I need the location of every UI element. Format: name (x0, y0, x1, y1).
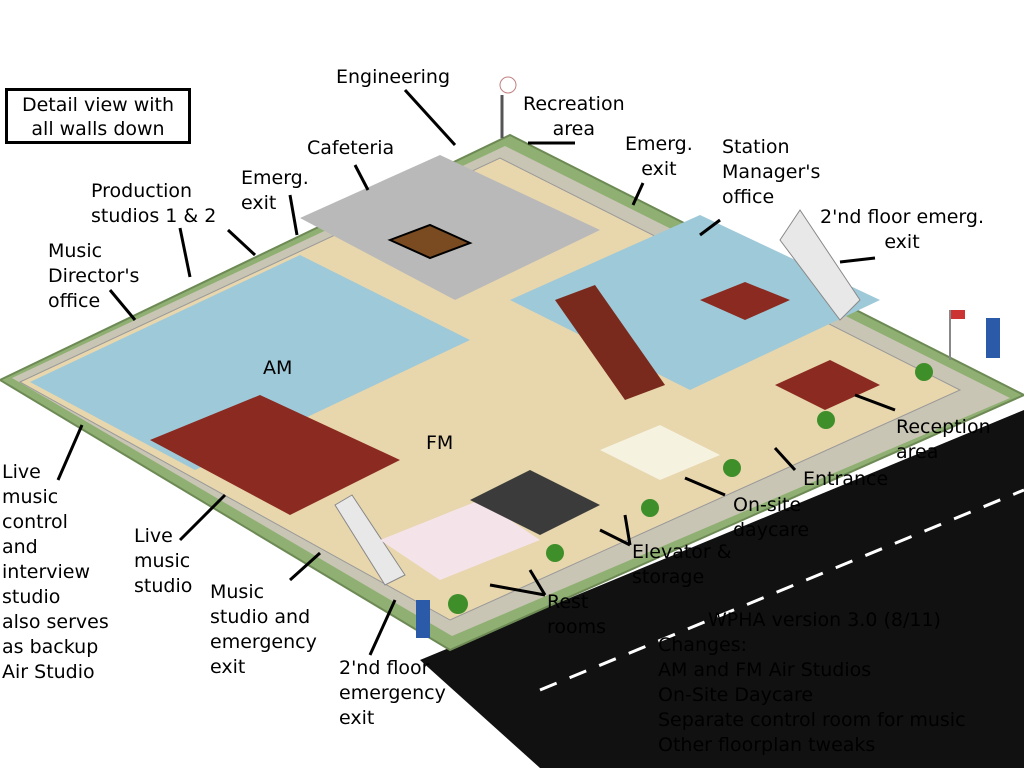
bush (723, 459, 741, 477)
label-2nd-floor-emerg-bottom: 2'nd floor emergency exit (339, 657, 446, 729)
reception-rug (775, 360, 880, 410)
version-title: WPHA version 3.0 (8/11) (708, 609, 941, 631)
cafeteria-floor (300, 155, 600, 300)
label-elevator-storage: Elevator & storage (632, 541, 732, 588)
label-entrance: Entrance (803, 468, 889, 490)
carpet-west (30, 255, 470, 470)
live-studio-rug (150, 395, 400, 515)
label-emerg-exit-top: Emerg. exit (625, 133, 693, 180)
label-am: AM (263, 357, 293, 379)
label-production-studios: Production studios 1 & 2 (91, 180, 217, 227)
stairs-exit-bottom (334, 494, 406, 586)
label-music-studio-emerg: Music studio and emergency exit (210, 581, 317, 678)
bush (448, 594, 468, 614)
restroom-floor (380, 500, 540, 580)
title-box: Detail view with all walls down (5, 88, 191, 144)
label-daycare: On-site daycare (733, 494, 810, 541)
bush (915, 363, 933, 381)
changes-heading: Changes: (658, 634, 748, 656)
label-reception-area: Reception area (896, 416, 991, 463)
road-marking (539, 488, 1024, 692)
label-station-manager: Station Manager's office (722, 136, 821, 208)
stairs-center (555, 285, 665, 400)
label-emerg-exit-left: Emerg. exit (241, 167, 309, 214)
label-engineering: Engineering (336, 66, 450, 88)
label-live-music-control: Live music control and interview studio … (2, 461, 109, 683)
bush (546, 544, 564, 562)
mailbox (416, 600, 430, 638)
label-recreation-area: Recreation area (523, 93, 625, 140)
change-item: On-Site Daycare (658, 684, 814, 706)
flag (951, 310, 965, 319)
label-live-music-studio: Live music studio (134, 525, 193, 597)
lamp-head (499, 76, 517, 94)
manager-rug (700, 282, 790, 320)
mailbox (986, 318, 1000, 358)
label-restrooms: Rest rooms (547, 591, 607, 638)
change-item: Separate control room for music (658, 709, 966, 731)
change-item: Other floorplan tweaks (658, 734, 876, 756)
leader-lines (56, 88, 896, 656)
label-cafeteria: Cafeteria (307, 137, 395, 159)
label-2nd-floor-emerg-top: 2'nd floor emerg. exit (820, 206, 984, 253)
cafeteria-table (387, 223, 473, 260)
elevator-floor (470, 470, 600, 535)
daycare-floor (600, 425, 720, 480)
change-item: AM and FM Air Studios (658, 659, 872, 681)
label-fm: FM (426, 432, 454, 454)
label-music-director: Music Director's office (48, 240, 140, 312)
bush (817, 411, 835, 429)
bush (641, 499, 659, 517)
stairs-exit-top (779, 209, 861, 321)
version-info: WPHA version 3.0 (8/11) Changes: AM and … (658, 608, 966, 758)
